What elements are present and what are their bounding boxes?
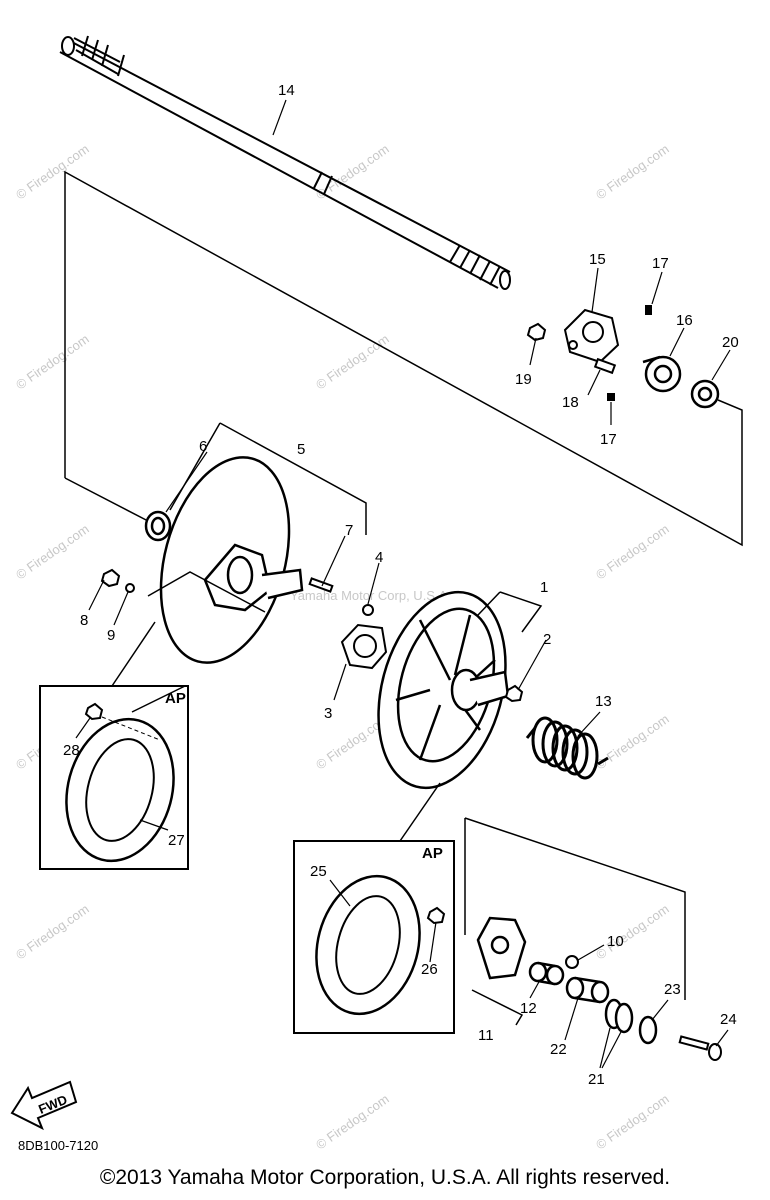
watermark: © Firedog.com (593, 521, 672, 582)
movable-sheave (377, 590, 510, 790)
part-label: 10 (607, 933, 624, 950)
part-label: 26 (421, 961, 438, 978)
part-label: 24 (720, 1011, 737, 1028)
diagram-code: 8DB100-7120 (18, 1138, 98, 1153)
watermark: © Firedog.com (13, 901, 92, 962)
part-label: 8 (80, 612, 88, 629)
part-label: 15 (589, 251, 606, 268)
ap-title: AP (422, 845, 443, 862)
pin-7 (308, 577, 334, 593)
part-label: 9 (107, 627, 115, 644)
part-label: 5 (297, 441, 305, 458)
ap-box-left: AP (39, 621, 189, 870)
part-label: 23 (664, 981, 681, 998)
cam-group-bracket (464, 817, 686, 1000)
grease-nipple (607, 305, 652, 401)
watermark: © Firedog.com (313, 331, 392, 392)
part-label: 19 (515, 371, 532, 388)
part-label: 17 (652, 255, 669, 272)
part-label: 13 (595, 693, 612, 710)
bolt-19 (526, 322, 547, 342)
bolt-4 (362, 604, 374, 616)
sheave-1-bracket (477, 591, 543, 633)
part-label: 22 (550, 1041, 567, 1058)
copyright-text: ©2013 Yamaha Motor Corporation, U.S.A. A… (99, 1166, 671, 1189)
part-label: 12 (520, 1000, 537, 1017)
part-label: 2 (543, 631, 551, 648)
leader-lines (75, 99, 731, 1069)
washer-9 (125, 583, 135, 593)
watermark: © Firedog.com (313, 1091, 392, 1152)
watermark: © Firedog.com (13, 521, 92, 582)
part-label: 11 (478, 1027, 494, 1044)
bolt-24 (678, 1035, 722, 1061)
washer-23 (638, 1015, 658, 1045)
part-label: 3 (324, 705, 332, 722)
sheave-bracket-lines (147, 422, 367, 613)
bolt-18 (593, 357, 617, 375)
part-label: 25 (310, 863, 327, 880)
bearing-housing (563, 308, 620, 364)
fwd-arrow-icon: FWD (10, 1080, 78, 1131)
watermark: © Firedog.com (13, 141, 92, 202)
part-label: 27 (168, 832, 185, 849)
bushing-21 (604, 998, 634, 1034)
watermark: © Firedog.com (593, 711, 672, 772)
fixed-sheave (159, 456, 304, 664)
drive-shaft (59, 35, 511, 290)
bearing-16 (642, 355, 682, 393)
part-label: 21 (588, 1071, 605, 1088)
part-label: 14 (278, 82, 295, 99)
part-label: 6 (199, 438, 207, 455)
bushing-12 (528, 961, 565, 986)
watermark: © Firedog.com (593, 141, 672, 202)
cam-11 (476, 916, 527, 980)
ap-title: AP (165, 690, 186, 707)
part-label: 28 (63, 742, 80, 759)
part-label: 16 (676, 312, 693, 329)
bolt-8 (100, 568, 121, 588)
part-label: 18 (562, 394, 579, 411)
ap-box-right: AP (293, 782, 455, 1034)
nut-10 (565, 955, 579, 969)
watermark: © Firedog.com (13, 331, 92, 392)
part-label: 4 (375, 549, 383, 566)
washer-20 (690, 379, 720, 409)
part-label: 20 (722, 334, 739, 351)
watermark: © Firedog.com (593, 901, 672, 962)
part-label: 7 (345, 522, 353, 539)
spring-13 (525, 716, 609, 780)
cam-11-bracket (471, 989, 524, 1026)
part-labels: 1 2 3 4 5 6 7 8 9 10 11 12 13 14 15 16 1… (63, 82, 739, 1088)
part-label: 17 (600, 431, 617, 448)
collar-22 (565, 976, 610, 1004)
plate-3 (340, 623, 388, 670)
watermark: © Firedog.com (593, 1091, 672, 1152)
spacer-6 (144, 510, 172, 542)
assembly-bracket-lines (64, 170, 743, 547)
part-label: 1 (540, 579, 548, 596)
